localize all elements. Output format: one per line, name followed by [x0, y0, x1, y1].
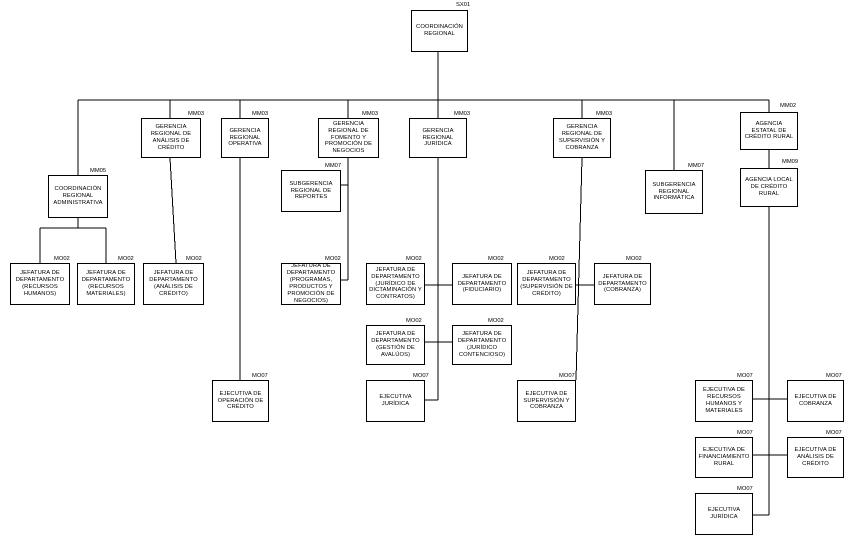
node-code: MO02: [406, 256, 422, 262]
node-code: MO07: [826, 373, 842, 379]
org-node-ej-financiamiento: Ejecutiva de Financiamiento Rural: [695, 437, 753, 478]
node-label: Gerencia Regional de Supervisión y Cobra…: [558, 124, 606, 151]
node-code: MM03: [188, 111, 205, 117]
org-node-coordinacion-regional: Coordinación Regional: [411, 10, 468, 52]
org-node-jd-programas: Jefatura de Departamento (Programas, Pro…: [281, 263, 341, 305]
org-node-jd-contencioso: Jefatura de Departamento (Jurídico Conte…: [452, 325, 512, 365]
node-label: Coordinación Regional Administrativa: [53, 186, 103, 206]
org-node-agencia-estatal: Agencia Estatal de Crédito Rural: [740, 112, 798, 150]
node-code: MO07: [737, 486, 753, 492]
org-node-jd-analisis-credito: Jefatura de Departamento (Análisis de Cr…: [143, 263, 204, 305]
node-label: Ejecutiva de Cobranza: [794, 394, 837, 407]
node-label: Jefatura de Departamento (Análisis de Cr…: [149, 270, 198, 297]
org-node-gerencia-operativa: Gerencia Regional Operativa: [221, 118, 269, 158]
node-label: Ejecutiva de Financiamiento Rural: [698, 447, 750, 467]
node-code: MO02: [406, 318, 422, 324]
org-node-jd-recursos-materiales: Jefatura de Departamento (Recursos Mater…: [77, 263, 135, 305]
node-code: MO02: [488, 318, 504, 324]
org-node-gerencia-fomento: Gerencia Regional de Fomento y Promoción…: [318, 118, 379, 158]
node-code: MO07: [559, 373, 575, 379]
node-label: Agencia Local de Crédito Rural: [745, 177, 793, 197]
node-code: MO02: [118, 256, 134, 262]
node-code: MM07: [325, 163, 342, 169]
org-node-ej-supervision: Ejecutiva de Supervisión y Cobranza: [517, 380, 576, 422]
org-node-ej-operacion: Ejecutiva de Operación de Crédito: [212, 380, 269, 422]
org-node-coord-administrativa: Coordinación Regional Administrativa: [48, 175, 108, 218]
node-code: MO02: [626, 256, 642, 262]
node-label: Ejecutiva Jurídica: [707, 507, 741, 520]
node-label: Gerencia Regional Jurídica: [422, 127, 454, 148]
org-node-subgerencia-informatica: Subgerencia Regional Informática: [645, 170, 703, 214]
node-code: MO02: [549, 256, 565, 262]
node-code: MO07: [826, 430, 842, 436]
node-label: Jefatura de Departamento (Fiduciario): [457, 273, 507, 294]
node-label: Jefatura de Departamento (Recursos Human…: [15, 270, 65, 297]
node-label: Ejecutiva de Operación de Crédito: [217, 390, 264, 411]
node-code: MM03: [252, 111, 269, 117]
org-node-jd-supervision: Jefatura de Departamento (Supervisión de…: [517, 263, 576, 305]
node-label: Agencia Estatal de Crédito Rural: [744, 120, 794, 141]
node-label: Jefatura de Departamento (Supervisión de…: [520, 270, 573, 297]
node-label: Ejecutiva de Recursos Humanos y Material…: [702, 387, 745, 414]
node-label: Ejecutiva Jurídica: [379, 394, 412, 407]
node-label: Jefatura de Departamento (Cobranza): [598, 273, 647, 294]
node-label: Coordinación Regional: [416, 24, 463, 37]
org-node-jd-cobranza: Jefatura de Departamento (Cobranza): [594, 263, 651, 305]
org-node-gerencia-juridica: Gerencia Regional Jurídica: [409, 118, 467, 158]
node-code: MO07: [737, 430, 753, 436]
org-node-ej-analisis: Ejecutiva de Análisis de Crédito: [787, 437, 844, 478]
org-node-jd-recursos-humanos: Jefatura de Departamento (Recursos Human…: [10, 263, 70, 305]
node-label: Subgerencia Regional de Reportes: [289, 180, 333, 201]
node-code: MM03: [362, 111, 379, 117]
node-code: MM03: [454, 111, 471, 117]
node-code: MM03: [596, 111, 613, 117]
org-node-jd-dictaminacion: Jefatura de Departamento (Jurídico de Di…: [366, 263, 425, 305]
node-label: Jefatura de Departamento (Jurídico de Di…: [369, 266, 422, 301]
node-label: Gerencia Regional Operativa: [228, 127, 262, 148]
node-label: Ejecutiva de Análisis de Crédito: [794, 447, 837, 467]
org-node-gerencia-supervision: Gerencia Regional de Supervisión y Cobra…: [553, 118, 611, 158]
node-code: MO07: [737, 373, 753, 379]
node-label: Gerencia Regional de Análisis de Crédito: [150, 124, 192, 151]
org-node-ej-juridica: Ejecutiva Jurídica: [366, 380, 425, 422]
node-label: Jefatura de Departamento (Jurídico Conte…: [457, 331, 507, 358]
node-label: Jefatura de Departamento (Recursos Mater…: [81, 270, 131, 297]
org-node-jd-avaluos: Jefatura de Departamento (Gestión de Ava…: [366, 325, 425, 365]
node-code: MO02: [186, 256, 202, 262]
node-code: MO07: [413, 373, 429, 379]
org-node-subgerencia-reportes: Subgerencia Regional de Reportes: [281, 170, 341, 212]
node-code: SX01: [456, 2, 471, 8]
org-node-gerencia-analisis: Gerencia Regional de Análisis de Crédito: [141, 118, 201, 158]
org-node-ej-rh-rm: Ejecutiva de Recursos Humanos y Material…: [695, 380, 753, 422]
node-label: Ejecutiva de Supervisión y Cobranza: [523, 390, 570, 411]
node-label: Subgerencia Regional Informática: [652, 181, 696, 202]
node-code: MO02: [325, 256, 341, 262]
node-code: MM02: [780, 103, 797, 109]
node-code: MO02: [54, 256, 70, 262]
node-label: Jefatura de Departamento (Programas, Pro…: [286, 263, 336, 304]
node-code: MO07: [252, 373, 268, 379]
org-node-ej-cobranza: Ejecutiva de Cobranza: [787, 380, 844, 422]
node-code: MM09: [782, 159, 799, 165]
node-label: Jefatura de Departamento (Gestión de Ava…: [371, 331, 420, 358]
node-code: MO02: [488, 256, 504, 262]
org-node-ej-juridica-local: Ejecutiva Jurídica: [695, 493, 753, 535]
node-code: MM05: [90, 168, 107, 174]
node-code: MM07: [688, 163, 705, 169]
org-node-jd-fiduciario: Jefatura de Departamento (Fiduciario): [452, 263, 512, 305]
node-label: Gerencia Regional de Fomento y Promoción…: [324, 120, 373, 155]
org-node-agencia-local: Agencia Local de Crédito Rural: [740, 168, 798, 207]
